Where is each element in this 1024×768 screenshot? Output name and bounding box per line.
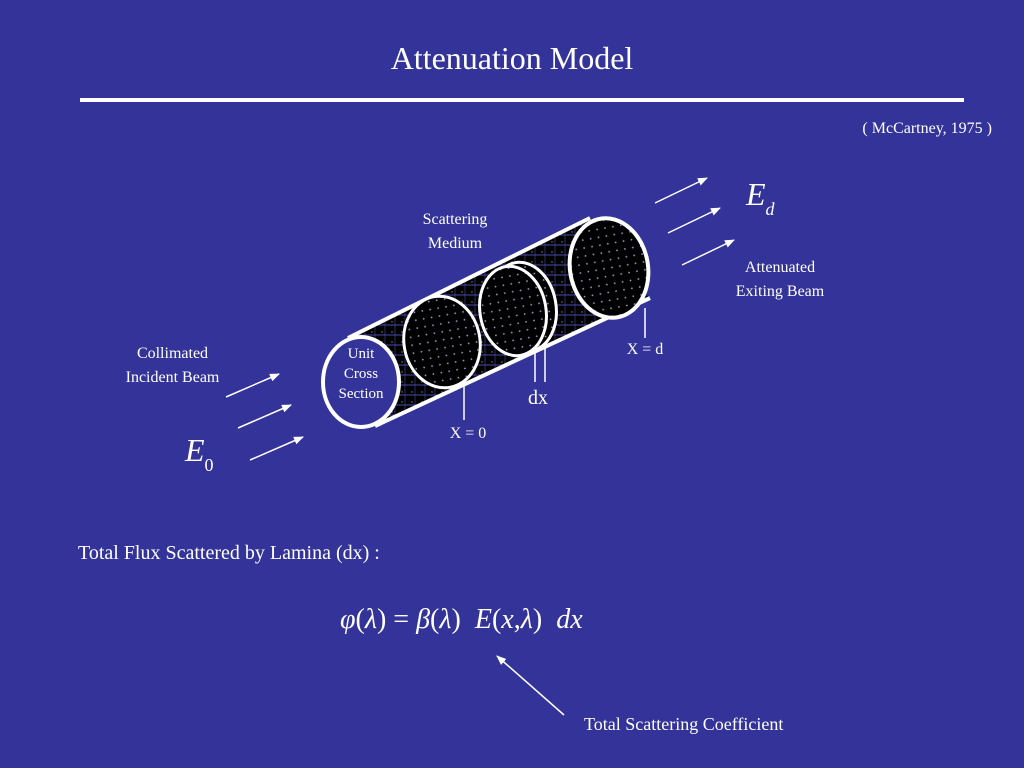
e0-symbol: E0 (185, 432, 214, 475)
x-equals-0-label: X = 0 (449, 425, 487, 442)
cross-section-x0 (402, 294, 482, 390)
dx-label: dx (528, 387, 548, 409)
ed-symbol: Ed (746, 176, 775, 219)
citation: ( McCartney, 1975 ) (862, 120, 992, 137)
exit-arrow-3 (681, 239, 735, 266)
coefficient-pointer-arrow (496, 655, 565, 716)
incident-beam-label: Collimated Incident Beam (125, 345, 220, 386)
exit-arrow-1 (654, 177, 708, 204)
cylinder-far-end (567, 216, 651, 320)
incident-arrow-1 (225, 373, 280, 398)
lamina-front (478, 264, 548, 358)
unit-cross-section (321, 335, 401, 429)
page-title: Attenuation Model (390, 40, 634, 76)
attenuated-beam-label: Attenuated Exiting Beam (735, 259, 825, 300)
incident-arrow-2 (237, 404, 292, 429)
coefficient-label: Total Scattering Coefficient (584, 714, 784, 734)
incident-arrow-3 (249, 436, 304, 461)
x-equals-d-label: X = d (626, 341, 664, 358)
exit-arrow-2 (667, 207, 721, 234)
scattering-formula: φ(λ) = β(λ) E(x,λ) dx (340, 604, 583, 635)
unit-cross-section-label: Unit Cross Section (338, 346, 384, 402)
title-divider (80, 98, 964, 102)
lamina-statement: Total Flux Scattered by Lamina (dx) : (78, 542, 380, 564)
scattering-medium-label: Scattering Medium (422, 211, 488, 252)
